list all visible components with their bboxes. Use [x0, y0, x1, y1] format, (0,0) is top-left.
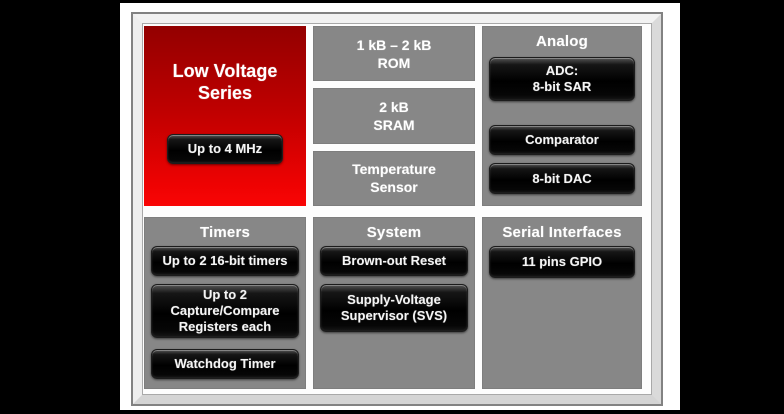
brown-out-reset-badge: Brown-out Reset: [320, 246, 468, 276]
rom-label-line1: 1 kB – 2 kB: [356, 36, 432, 53]
rom-label-line2: ROM: [377, 54, 411, 71]
diagram-frame: Low Voltage Series Up to 4 MHz 1 kB – 2 …: [131, 12, 663, 406]
timer-count-label: Up to 2 16-bit timers: [162, 253, 288, 268]
sram-label-line1: 2 kB: [379, 98, 409, 115]
low-voltage-series-block: Low Voltage Series Up to 4 MHz: [144, 26, 306, 206]
capture-label-line1: Up to 2: [202, 287, 248, 302]
svs-label-line1: Supply-Voltage: [347, 292, 441, 307]
temp-label-line1: Temperature: [352, 161, 436, 178]
adc-badge: ADC: 8-bit SAR: [489, 57, 635, 101]
sram-block: 2 kB SRAM: [313, 88, 475, 144]
system-panel-title: System: [366, 224, 422, 241]
low-voltage-title-line2: Series: [197, 83, 253, 103]
capture-label-line3: Registers each: [178, 319, 272, 334]
capture-label-line2: Capture/Compare: [170, 303, 280, 318]
low-voltage-title-line1: Low Voltage: [172, 61, 278, 81]
speed-badge-label: Up to 4 MHz: [187, 141, 263, 156]
serial-interfaces-panel-title: Serial Interfaces: [502, 224, 622, 241]
canvas-background: Low Voltage Series Up to 4 MHz 1 kB – 2 …: [120, 3, 680, 410]
svs-badge: Supply-Voltage Supervisor (SVS): [320, 284, 468, 332]
svs-label-line2: Supervisor (SVS): [340, 308, 448, 323]
timer-count-badge: Up to 2 16-bit timers: [151, 246, 299, 276]
gpio-label: 11 pins GPIO: [521, 254, 603, 269]
sram-label-line2: SRAM: [373, 116, 415, 133]
timers-panel-title: Timers: [199, 224, 251, 241]
adc-label-line1: ADC:: [545, 63, 579, 78]
brown-out-reset-label: Brown-out Reset: [342, 253, 446, 268]
analog-panel: Analog ADC: 8-bit SAR Comparator 8-bit D…: [482, 26, 642, 206]
watchdog-label: Watchdog Timer: [174, 356, 276, 371]
gpio-badge: 11 pins GPIO: [489, 246, 635, 278]
low-voltage-series-title: Low Voltage Series: [144, 60, 306, 104]
dac-label: 8-bit DAC: [532, 170, 592, 186]
dac-badge: 8-bit DAC: [489, 163, 635, 194]
temp-label-line2: Sensor: [370, 179, 418, 196]
adc-label-line2: 8-bit SAR: [532, 79, 592, 94]
comparator-label: Comparator: [525, 132, 599, 147]
speed-badge: Up to 4 MHz: [167, 134, 283, 164]
analog-panel-title: Analog: [535, 33, 589, 50]
memory-column: 1 kB – 2 kB ROM 2 kB SRAM Temperature Se…: [313, 26, 475, 206]
serial-interfaces-panel: Serial Interfaces 11 pins GPIO: [482, 217, 642, 389]
diagram-grid: Low Voltage Series Up to 4 MHz 1 kB – 2 …: [142, 23, 652, 395]
system-panel: System Brown-out Reset Supply-Voltage Su…: [313, 217, 475, 389]
watchdog-badge: Watchdog Timer: [151, 349, 299, 379]
comparator-badge: Comparator: [489, 125, 635, 155]
rom-block: 1 kB – 2 kB ROM: [313, 26, 475, 82]
temperature-sensor-block: Temperature Sensor: [313, 150, 475, 206]
capture-compare-badge: Up to 2 Capture/Compare Registers each: [151, 284, 299, 338]
timers-panel: Timers Up to 2 16-bit timers Up to 2 Cap…: [144, 217, 306, 389]
